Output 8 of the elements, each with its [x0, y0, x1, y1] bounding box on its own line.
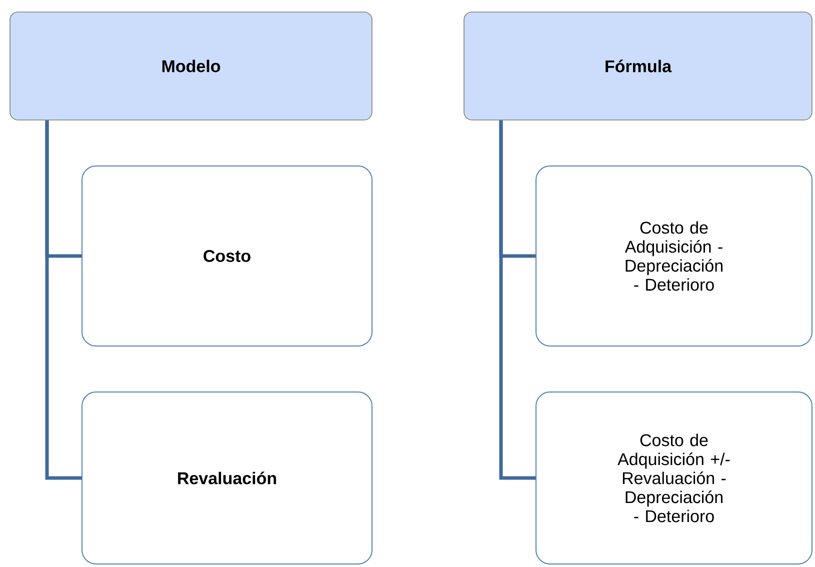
item-box: Costo — [82, 165, 372, 346]
formula-box: Costo de Adquisición - Depreciación - Deterioro — [536, 165, 812, 346]
header-box: Modelo — [10, 12, 372, 120]
item-box: Revaluación — [82, 391, 372, 564]
header-box: Fórmula — [464, 12, 812, 120]
formula-box: Costo de Adquisición +/- Revaluación - Depreciación - Deterioro — [536, 391, 812, 564]
connector — [45, 120, 82, 480]
connector — [499, 120, 536, 480]
